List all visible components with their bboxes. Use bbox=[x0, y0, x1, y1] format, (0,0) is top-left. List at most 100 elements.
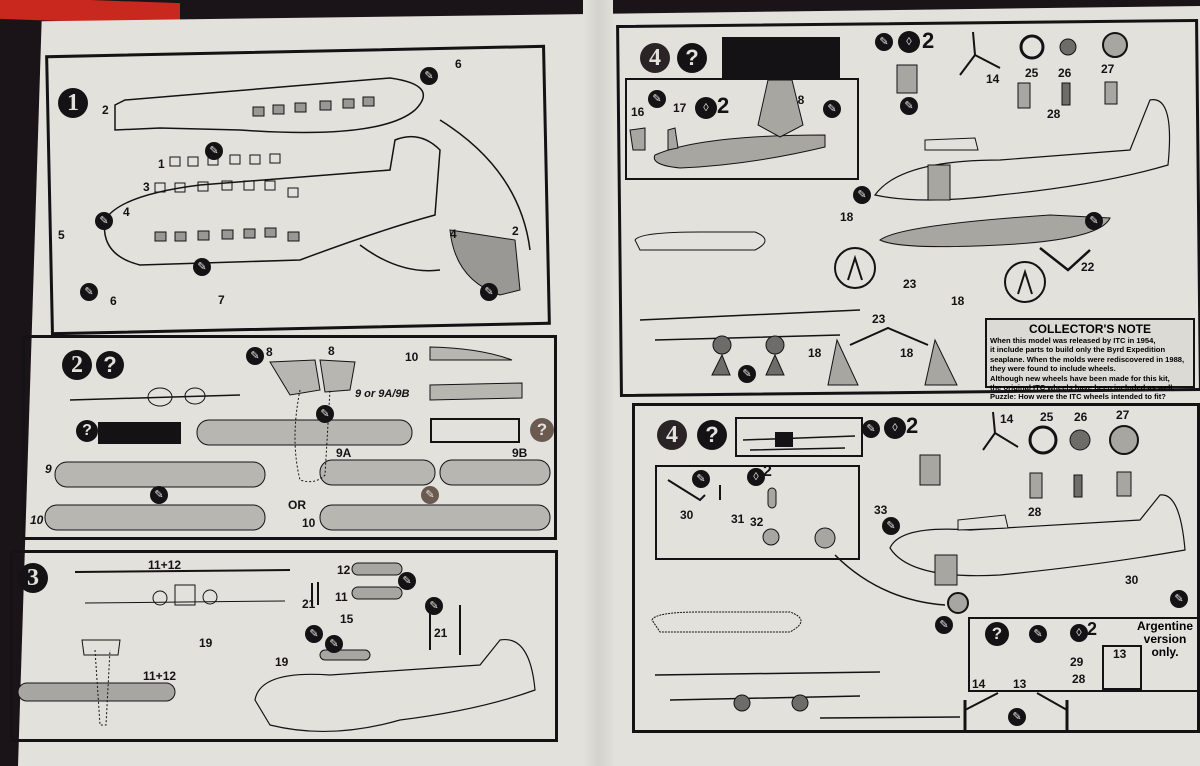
collectors-note: COLLECTOR'S NOTE When this model was rel… bbox=[985, 318, 1195, 401]
step-3-number: 3 bbox=[18, 563, 48, 593]
part-label: 23 bbox=[903, 277, 917, 291]
paint-icon: ✎ bbox=[421, 486, 439, 504]
part-12 bbox=[351, 562, 403, 576]
note-line: it include parts to build only the Byrd … bbox=[990, 345, 1166, 355]
paint-icon: ✎ bbox=[692, 470, 710, 488]
wing-10 bbox=[44, 504, 266, 531]
part-label: 3 bbox=[143, 180, 150, 194]
part-label: 10 bbox=[30, 513, 44, 527]
note-line: When this model was released by ITC in 1… bbox=[990, 336, 1156, 345]
multiplier: 2 bbox=[763, 463, 772, 480]
paint-icon: ✎ bbox=[480, 283, 498, 301]
tail-assembly bbox=[449, 229, 521, 296]
part-label: 14 bbox=[1000, 412, 1014, 426]
part-label: 19 bbox=[199, 636, 213, 650]
question-icon: ? bbox=[530, 418, 554, 442]
argentine-version-box bbox=[968, 617, 1200, 692]
paint-icon: ✎ bbox=[648, 90, 666, 108]
part-label: 28 bbox=[1047, 107, 1061, 121]
paint-icon: ✎ bbox=[1029, 625, 1047, 643]
part-label: 11+12 bbox=[148, 558, 182, 572]
paper-fold bbox=[583, 0, 613, 766]
glue-icon: ◊ bbox=[747, 468, 765, 486]
paint-icon: ✎ bbox=[738, 365, 756, 383]
paint-icon: ✎ bbox=[823, 100, 841, 118]
step-4b-panel bbox=[632, 403, 1200, 733]
question-icon: ? bbox=[697, 420, 727, 450]
argentine-note: Argentine version only. bbox=[1130, 620, 1200, 659]
question-icon: ? bbox=[677, 43, 707, 73]
glue-icon: ◊ bbox=[695, 97, 717, 119]
part-label: 29 bbox=[1070, 655, 1084, 669]
part-label: 14 bbox=[972, 677, 986, 691]
fuselage-half-top bbox=[114, 77, 425, 134]
part-label: 28 bbox=[1028, 505, 1042, 519]
wing-9b bbox=[439, 459, 551, 486]
part-label: 21 bbox=[434, 626, 448, 640]
seaplane-hull bbox=[873, 99, 1171, 201]
multiplier: 2 bbox=[1087, 619, 1098, 639]
part-label: 7 bbox=[218, 293, 225, 307]
float-part bbox=[653, 134, 826, 169]
part-label: 16 bbox=[631, 105, 645, 119]
question-icon: ? bbox=[985, 622, 1009, 646]
part-label: 9 or 9A/9B bbox=[355, 388, 410, 400]
paint-icon: ✎ bbox=[935, 616, 953, 634]
part-label: 9 bbox=[45, 462, 52, 476]
paint-icon: ✎ bbox=[305, 625, 323, 643]
part-label: 15 bbox=[340, 612, 354, 626]
paint-icon: ✎ bbox=[853, 186, 871, 204]
paint-icon: ✎ bbox=[95, 212, 113, 230]
argentine-line: Argentine bbox=[1136, 619, 1193, 633]
biplane-preview-box bbox=[430, 418, 520, 443]
part-label: 18 bbox=[951, 294, 965, 308]
biplane-silhouette-box bbox=[98, 422, 181, 444]
part-label: 25 bbox=[1040, 410, 1054, 424]
part-label: 17 bbox=[673, 101, 687, 115]
glue-icon: ◊ bbox=[898, 31, 920, 53]
part-9 bbox=[429, 382, 523, 401]
part-label: 22 bbox=[1081, 260, 1095, 274]
biplane-silhouette-box bbox=[722, 37, 840, 79]
part-label: 8 bbox=[328, 344, 335, 358]
part-10 bbox=[429, 346, 513, 361]
part-label: 10 bbox=[302, 516, 316, 530]
question-icon: ? bbox=[76, 420, 98, 442]
biplane-preview-box bbox=[735, 417, 863, 457]
part-label: 4 bbox=[123, 205, 130, 219]
part-label: 23 bbox=[872, 312, 886, 326]
argentine-line: version bbox=[1143, 632, 1187, 646]
paint-icon: ✎ bbox=[420, 67, 438, 85]
part-label: 18 bbox=[900, 346, 914, 360]
multiplier: 2 bbox=[922, 28, 935, 53]
collectors-note-body: When this model was released by ITC in 1… bbox=[990, 336, 1190, 402]
part-label: 26 bbox=[1074, 410, 1088, 424]
part-label: 33 bbox=[874, 503, 888, 517]
part-label: 12 bbox=[337, 563, 351, 577]
float-parts-box bbox=[625, 78, 859, 180]
note-line: the original ITC wheels have been includ… bbox=[990, 383, 1175, 393]
part-label: 21 bbox=[302, 597, 316, 611]
part-label: 18 bbox=[808, 346, 822, 360]
note-line: they were found to include wheels. bbox=[990, 364, 1116, 374]
part-11 bbox=[351, 586, 403, 600]
part-label: 6 bbox=[110, 294, 117, 308]
part-label: 8 bbox=[266, 345, 273, 359]
part-label: 18 bbox=[840, 210, 854, 224]
part-label: 31 bbox=[731, 512, 745, 526]
paint-icon: ✎ bbox=[1170, 590, 1188, 608]
part-label: 30 bbox=[1125, 573, 1139, 587]
seaplane-hull bbox=[889, 494, 1186, 577]
paint-icon: ✎ bbox=[205, 142, 223, 160]
paint-icon: ✎ bbox=[80, 283, 98, 301]
part-label: 27 bbox=[1101, 62, 1115, 76]
question-icon: ? bbox=[96, 351, 124, 379]
paint-icon: ✎ bbox=[316, 405, 334, 423]
paint-icon: ✎ bbox=[862, 420, 880, 438]
part-label: 32 bbox=[750, 515, 764, 529]
part-label: 13 bbox=[1113, 647, 1127, 661]
